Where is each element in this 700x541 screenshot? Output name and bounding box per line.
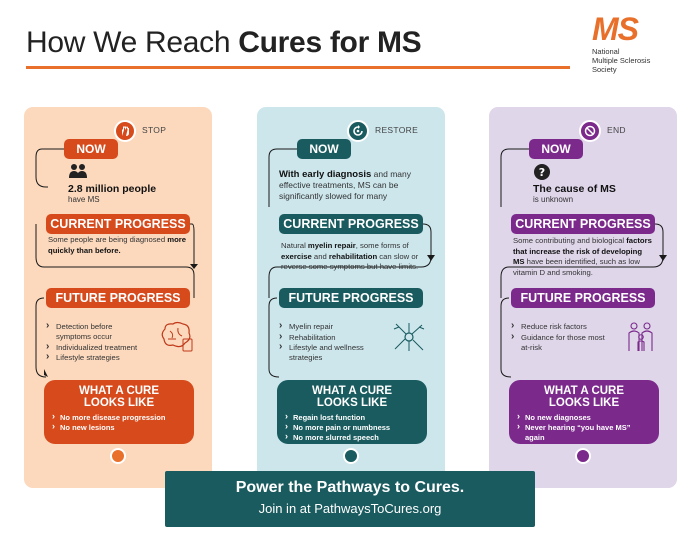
restore-future-list: Myelin repair Rehabilitation Lifestyle a… (279, 321, 379, 364)
brain-icon (159, 321, 193, 353)
no-entry-icon (579, 120, 601, 142)
people-icon (68, 163, 88, 181)
stop-future-list: Detection before symptoms occur Individu… (46, 321, 146, 364)
restore-end-dot (343, 448, 359, 464)
stop-current-text-bold: more quickly than before. (48, 235, 187, 255)
list-item: Rehabilitation (279, 332, 379, 343)
hand-icon (114, 120, 136, 142)
neuron-icon (392, 321, 426, 353)
list-item: No new diagnoses (517, 412, 651, 423)
restore-current-4: can slow or reverse some symptoms but ha… (281, 251, 419, 272)
end-label: END (607, 125, 626, 135)
stop-cure-list: No more disease progression No new lesio… (52, 412, 186, 433)
stop-future-pill: FUTURE PROGRESS (46, 288, 190, 308)
end-current-text: Some contributing and biological factors… (513, 236, 655, 278)
end-future-list: Reduce risk factors Guidance for those m… (511, 321, 611, 353)
end-now-title: The cause of MS (533, 183, 616, 195)
restore-future-pill: FUTURE PROGRESS (279, 288, 423, 308)
stop-current-text: Some people are being diagnosed more qui… (48, 235, 190, 256)
logo-text: National Multiple Sclerosis Society (592, 47, 692, 74)
restore-current-text: Natural myelin repair, some forms of exe… (281, 241, 423, 273)
question-icon: ? (533, 163, 553, 181)
restore-now-text: With early diagnosis and many effective … (279, 169, 429, 202)
stop-current-pill: CURRENT PROGRESS (46, 214, 190, 234)
restore-now-pill: NOW (297, 139, 351, 159)
cta-link[interactable]: Join in at PathwaysToCures.org (258, 501, 442, 516)
end-cure-list: No new diagnoses Never hearing “you have… (517, 412, 651, 443)
end-current-2: have been identified, such as low vitami… (513, 257, 640, 277)
stop-now-sub: have MS (68, 195, 100, 204)
end-current-pill: CURRENT PROGRESS (511, 214, 655, 234)
restore-cure-title-1: WHAT A CURE (311, 385, 393, 397)
end-now-sub: is unknown (533, 195, 574, 204)
svg-text:?: ? (539, 166, 545, 179)
header-divider (26, 66, 570, 69)
list-item: Individualized treatment (46, 342, 146, 353)
list-item: No more slurred speech (285, 432, 419, 443)
restore-current-pill: CURRENT PROGRESS (279, 214, 423, 234)
logo-mark: MS (592, 11, 639, 47)
stop-current-text-1: Some people are being diagnosed (48, 235, 168, 244)
end-end-dot (575, 448, 591, 464)
logo-line-1: National (592, 47, 620, 56)
page-title: How We Reach Cures for MS (26, 26, 422, 60)
restore-cure-list: Regain lost function No more pain or num… (285, 412, 419, 443)
restore-current-b1: myelin repair (307, 241, 356, 250)
list-item: Never hearing “you have MS” again (517, 422, 651, 443)
column-end: END NOW ? The cause of MS is unknown CUR… (489, 107, 677, 488)
ms-society-logo: MS National Multiple Sclerosis Society (592, 12, 692, 74)
list-item: Detection before symptoms occur (46, 321, 146, 342)
restore-icon (347, 120, 369, 142)
restore-now-bold: With early diagnosis (279, 169, 372, 180)
family-icon (624, 321, 658, 353)
restore-label: RESTORE (375, 125, 419, 135)
end-future-pill: FUTURE PROGRESS (511, 288, 655, 308)
list-item: Guidance for those most at-risk (511, 332, 611, 353)
list-item: No more disease progression (52, 412, 186, 423)
list-item: Myelin repair (279, 321, 379, 332)
column-stop: STOP NOW 2.8 million people have MS CURR… (24, 107, 212, 488)
list-item: No new lesions (52, 422, 186, 433)
restore-current-2: , some forms of (355, 241, 409, 250)
stop-cure-title-2: LOOKS LIKE (83, 397, 155, 409)
end-current-b1: factors that increase the risk of develo… (513, 236, 652, 266)
end-cure-title-1: WHAT A CURE (543, 385, 625, 397)
cta-banner[interactable]: Power the Pathways to Cures. Join in at … (165, 471, 535, 527)
stop-label: STOP (142, 125, 167, 135)
stop-end-dot (110, 448, 126, 464)
end-now-pill: NOW (529, 139, 583, 159)
restore-current-b3: rehabilitation (328, 251, 378, 261)
stop-now-pill: NOW (64, 139, 118, 159)
page-title-prefix: How We Reach (26, 26, 239, 59)
stop-now-title: 2.8 million people (68, 183, 157, 195)
stop-cure-title-1: WHAT A CURE (78, 385, 160, 397)
restore-current-1: Natural (281, 241, 308, 250)
page-title-bold: Cures for MS (238, 26, 422, 59)
cta-title: Power the Pathways to Cures. (235, 479, 465, 496)
list-item: Reduce risk factors (511, 321, 611, 332)
logo-line-2: Multiple Sclerosis (592, 56, 651, 65)
restore-current-3: and (311, 251, 329, 261)
column-restore: RESTORE NOW With early diagnosis and man… (257, 107, 445, 488)
list-item: Lifestyle and wellness strategies (279, 342, 379, 363)
list-item: Regain lost function (285, 412, 419, 423)
restore-current-b2: exercise (281, 251, 312, 261)
logo-line-3: Society (592, 65, 617, 74)
list-item: Lifestyle strategies (46, 352, 146, 363)
end-current-1: Some contributing and biological (513, 236, 627, 245)
end-cure-title-2: LOOKS LIKE (548, 397, 620, 409)
restore-cure-title-2: LOOKS LIKE (316, 397, 388, 409)
restore-now-rest: and many effective treatments, MS can be… (279, 169, 411, 201)
list-item: No more pain or numbness (285, 422, 419, 433)
